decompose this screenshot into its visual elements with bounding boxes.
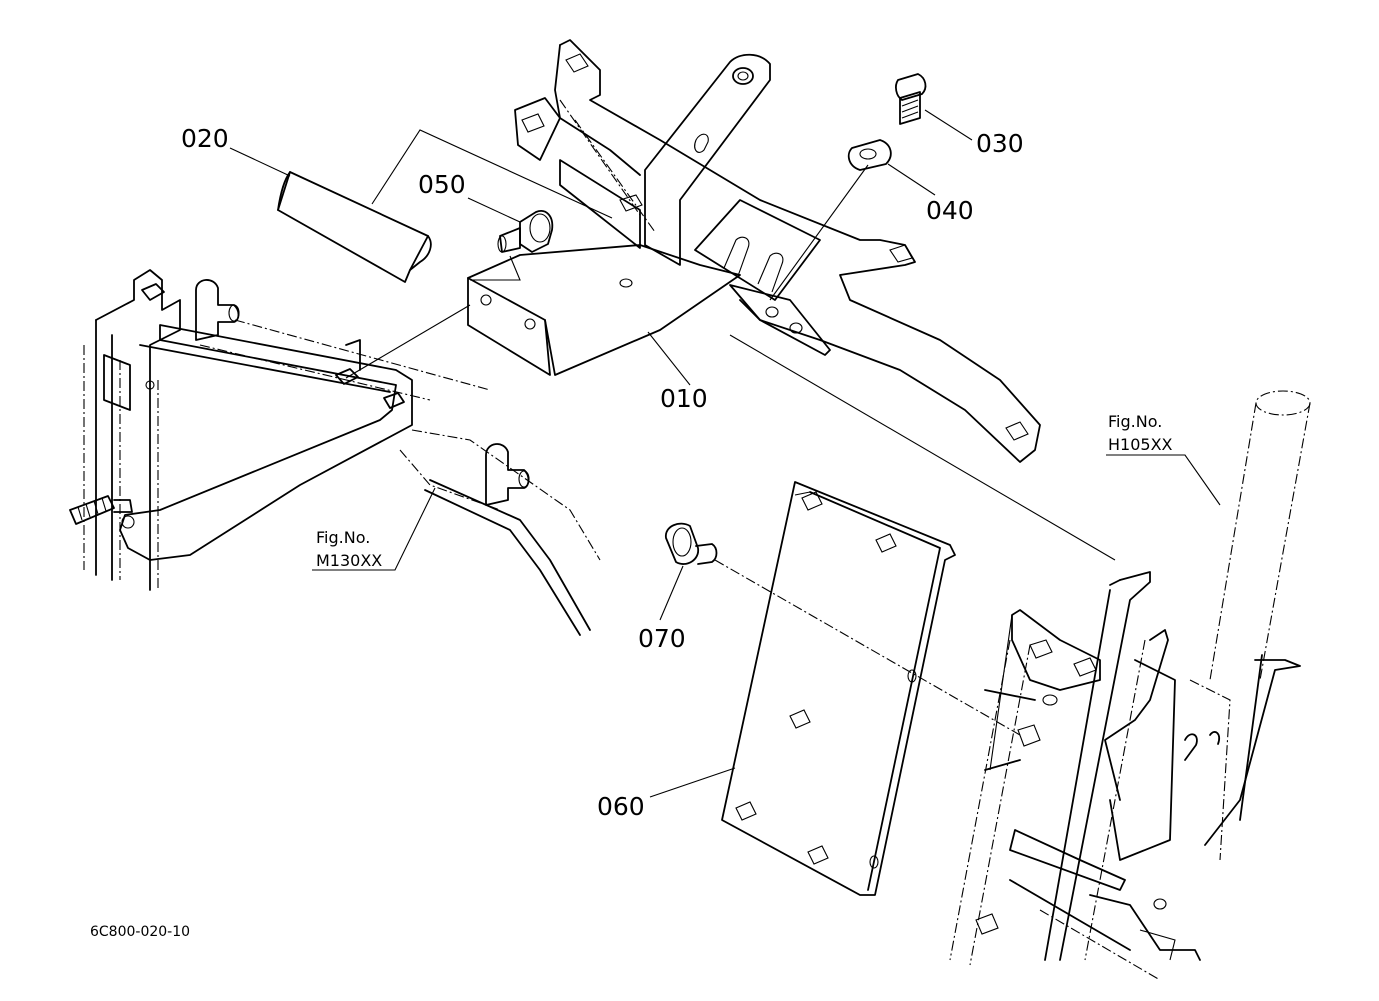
part-040-washer — [847, 139, 892, 171]
part-label-050: 050 — [418, 170, 466, 199]
figure-ref-m130xx: Fig.No. M130XX — [312, 487, 436, 571]
part-label-070: 070 — [638, 624, 686, 653]
part-030-bolt — [895, 73, 927, 125]
part-010-bracket — [467, 39, 1041, 463]
figure-ref-code: M130XX — [316, 551, 382, 570]
figure-ref-code: H105XX — [1108, 435, 1173, 454]
part-label-010: 010 — [660, 384, 708, 413]
part-020-pad — [277, 129, 613, 283]
part-label-060: 060 — [597, 792, 645, 821]
part-label-040: 040 — [926, 196, 974, 225]
right-steering-frame — [949, 390, 1311, 981]
part-050-grommet — [497, 210, 554, 253]
figure-ref-label: Fig.No. — [1108, 412, 1162, 431]
part-060-panel — [721, 481, 956, 896]
part-label-020: 020 — [181, 124, 229, 153]
drawing-id: 6C800-020-10 — [90, 924, 190, 940]
figure-ref-label: Fig.No. — [316, 528, 370, 547]
part-070-grommet — [665, 522, 718, 565]
figure-ref-h105xx: Fig.No. H105XX — [1106, 412, 1221, 506]
part-label-030: 030 — [976, 129, 1024, 158]
left-frame-assembly — [69, 269, 601, 636]
